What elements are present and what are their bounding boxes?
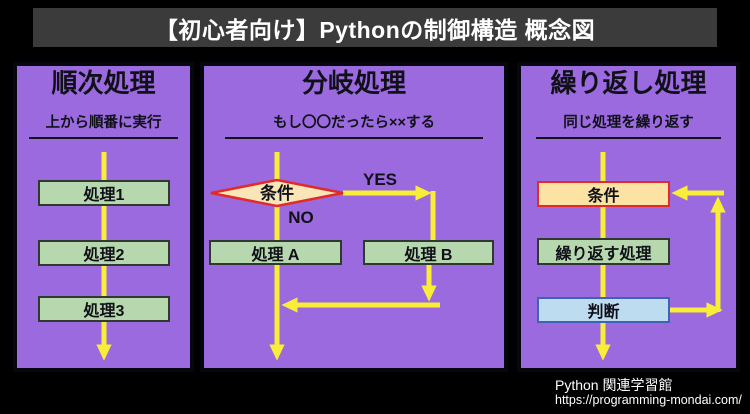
sequential-flow-arrows xyxy=(96,152,112,361)
flow-box-process-a: 処理 A xyxy=(209,240,342,265)
site-url: https://programming-mondai.com/ xyxy=(555,393,742,407)
flow-box-step3: 処理3 xyxy=(38,296,170,322)
panel-sequential-subtitle: 上から順番に実行 xyxy=(29,111,178,139)
title-bar: 【初心者向け】Pythonの制御構造 概念図 xyxy=(33,8,717,47)
panel-loop-subtitle: 同じ処理を繰り返す xyxy=(536,111,721,139)
flow-box-loop-body: 繰り返す処理 xyxy=(537,238,670,265)
no-label: NO xyxy=(288,208,314,227)
site-name: Python 関連学習館 xyxy=(555,377,673,393)
panel-loop: 繰り返し処理 同じ処理を繰り返す 条件 繰り返す処理 判断 xyxy=(517,62,740,372)
flow-box-step2: 処理2 xyxy=(38,240,170,266)
condition-diamond xyxy=(210,178,344,208)
flow-box-loop-condition: 条件 xyxy=(537,181,670,207)
flow-box-process-b: 処理 B xyxy=(363,240,494,265)
yes-label: YES xyxy=(363,170,397,189)
panel-branch-subtitle: もし〇〇だったら××する xyxy=(225,111,483,139)
footer: Python 関連学習館 https://programming-mondai.… xyxy=(555,377,742,407)
panel-branch: 分岐処理 もし〇〇だったら××する 条件 YES NO 処理 A 処理 B xyxy=(200,62,508,372)
branch-flow-arrows: 条件 YES NO xyxy=(210,152,440,361)
page-title: 【初心者向け】Pythonの制御構造 概念図 xyxy=(154,16,596,43)
panel-branch-title: 分岐処理 xyxy=(301,68,406,98)
panel-loop-title: 繰り返し処理 xyxy=(550,68,707,98)
flow-box-step1: 処理1 xyxy=(38,180,170,206)
flow-box-loop-decision: 判断 xyxy=(537,297,670,323)
condition-diamond-label: 条件 xyxy=(259,183,294,203)
panel-sequential: 順次処理 上から順番に実行 処理1 処理2 処理3 xyxy=(13,62,194,372)
panel-sequential-title: 順次処理 xyxy=(51,68,156,98)
